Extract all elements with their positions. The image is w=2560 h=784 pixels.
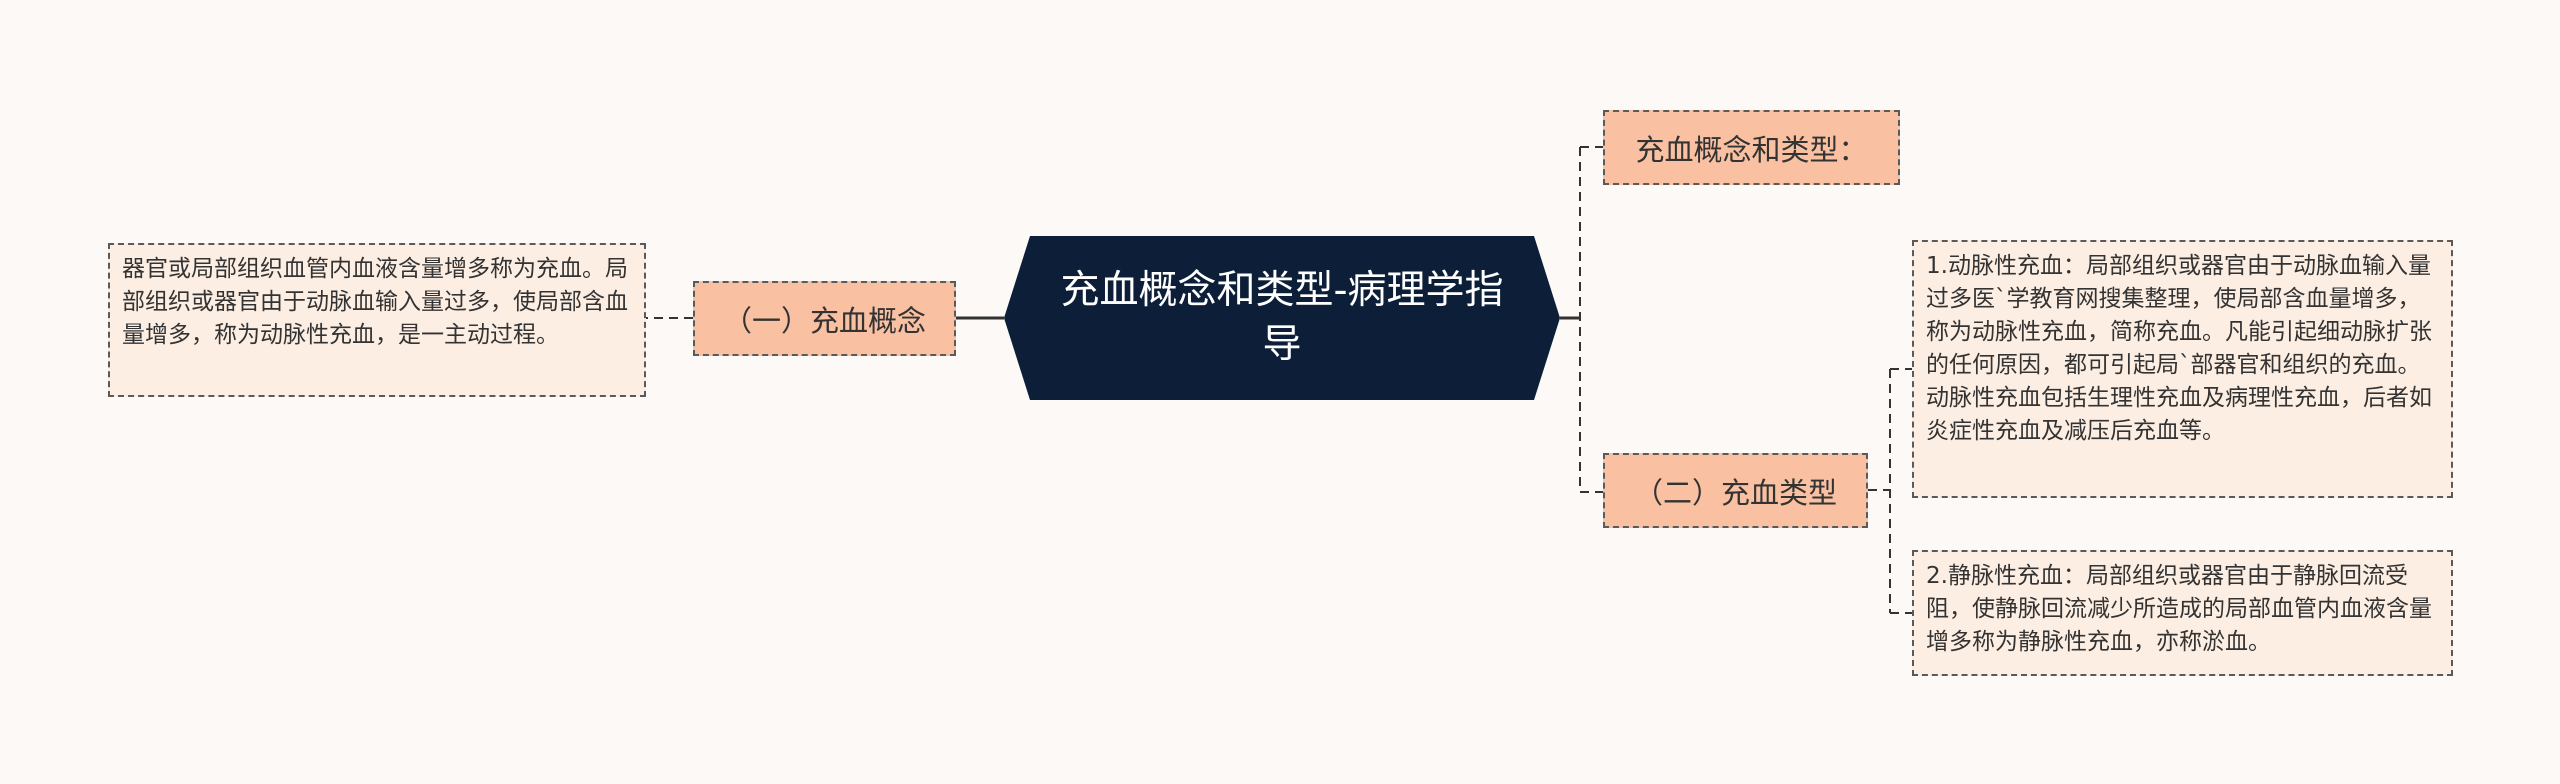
leaf-arterial-hyperemia[interactable]: 1.动脉性充血：局部组织或器官由于动脉血输入量过多医`学教育网搜集整理，使局部含… [1912, 240, 2453, 498]
branch-types-label: （二）充血类型 [1633, 475, 1837, 510]
central-topic[interactable]: 充血概念和类型-病理学指导 [1004, 236, 1560, 400]
branch-heading[interactable]: 充血概念和类型： [1603, 110, 1900, 185]
leaf-venous-hyperemia[interactable]: 2.静脉性充血：局部组织或器官由于静脉回流受阻，使静脉回流减少所造成的局部血管内… [1912, 550, 2453, 676]
branch-concept[interactable]: （一）充血概念 [693, 281, 956, 356]
central-topic-shape [1004, 236, 1560, 400]
branch-heading-label: 充血概念和类型： [1635, 132, 1868, 167]
central-topic-text: 充血概念和类型-病理学指导 [1060, 268, 1504, 367]
branch-types[interactable]: （二）充血类型 [1603, 453, 1868, 528]
leaf-definition[interactable]: 器官或局部组织血管内血液含量增多称为充血。局部组织或器官由于动脉血输入量过多，使… [108, 243, 646, 397]
branch-concept-label: （一）充血概念 [722, 303, 926, 338]
leaf-definition-text: 器官或局部组织血管内血液含量增多称为充血。局部组织或器官由于动脉血输入量过多，使… [122, 256, 628, 348]
leaf-arterial-hyperemia-text: 1.动脉性充血：局部组织或器官由于动脉血输入量过多医`学教育网搜集整理，使局部含… [1926, 253, 2432, 444]
leaf-venous-hyperemia-text: 2.静脉性充血：局部组织或器官由于静脉回流受阻，使静脉回流减少所造成的局部血管内… [1926, 563, 2432, 655]
